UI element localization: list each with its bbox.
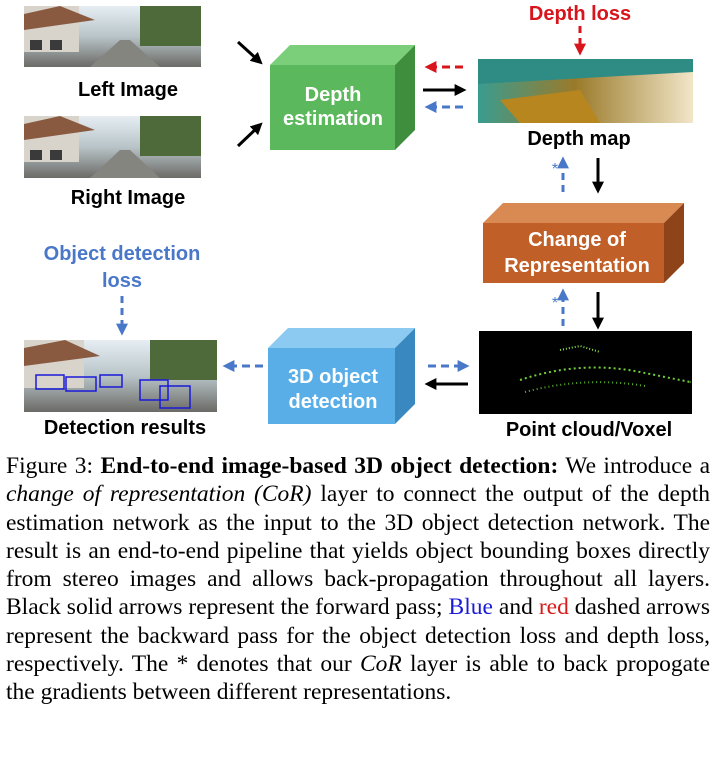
cor-line2: Representation bbox=[504, 255, 650, 277]
left-image-thumbnail bbox=[24, 6, 201, 67]
caption-text: and bbox=[492, 594, 539, 621]
detection-3d-line1: 3D object bbox=[288, 366, 378, 388]
arrow-left-to-depth bbox=[236, 40, 263, 65]
cor-line1: Change of bbox=[528, 229, 626, 251]
object-detection-loss-line2: loss bbox=[102, 270, 142, 292]
depth-estimation-line1: Depth bbox=[305, 84, 362, 106]
detection-3d-line2: detection bbox=[289, 391, 378, 413]
pipeline-diagram: Depth estimation Change of Representatio… bbox=[24, 3, 693, 441]
depth-map-thumbnail bbox=[478, 59, 693, 123]
right-image-thumbnail bbox=[24, 116, 201, 178]
depth-loss-label: Depth loss bbox=[529, 3, 631, 25]
arrow-right-to-depth bbox=[236, 122, 263, 148]
change-of-representation-block: Change of Representation bbox=[483, 203, 684, 283]
depth-estimation-block: Depth estimation bbox=[270, 45, 415, 150]
right-image-label: Right Image bbox=[71, 187, 185, 209]
caption-text: We introduce a bbox=[558, 453, 711, 479]
star-mark: * bbox=[552, 295, 558, 312]
caption-title: End-to-end image-based 3D object detecti… bbox=[100, 453, 559, 479]
caption-text: layer to connect the output of the depth… bbox=[6, 481, 711, 621]
object-detection-loss-line1: Object detection bbox=[44, 243, 201, 265]
point-cloud-thumbnail bbox=[479, 331, 693, 414]
caption-text: dashed arrows represent the backward pas… bbox=[6, 594, 710, 678]
star-mark: * bbox=[552, 161, 558, 178]
figure-label: Figure 3: bbox=[6, 453, 94, 479]
caption-text: layer is able to back propogate the grad… bbox=[6, 651, 711, 706]
caption-italic: change of representation (CoR) bbox=[6, 481, 312, 508]
figure-caption: Figure 3: End-to-end image-based 3D obje… bbox=[6, 452, 710, 707]
caption-italic: CoR bbox=[359, 651, 402, 678]
depth-estimation-line2: estimation bbox=[283, 108, 383, 130]
point-cloud-label: Point cloud/Voxel bbox=[506, 419, 672, 441]
caption-blue-word: Blue bbox=[448, 594, 493, 621]
detection-results-label: Detection results bbox=[44, 417, 206, 439]
detection-3d-block: 3D object detection bbox=[268, 328, 415, 424]
left-image-label: Left Image bbox=[78, 79, 178, 101]
detection-results-thumbnail bbox=[24, 340, 217, 412]
depth-map-label: Depth map bbox=[527, 128, 630, 150]
caption-red-word: red bbox=[538, 594, 569, 621]
